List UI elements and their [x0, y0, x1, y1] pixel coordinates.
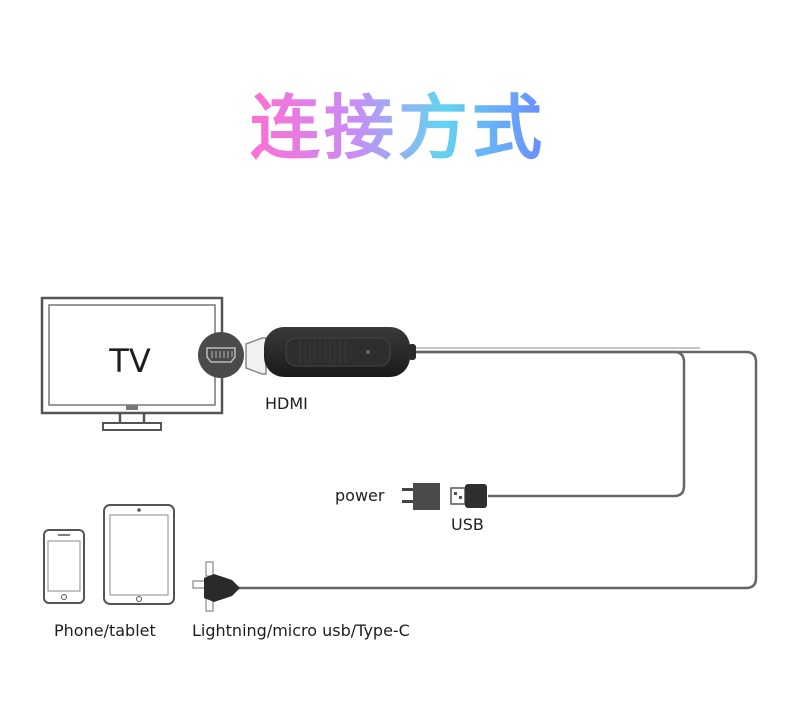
page-title: 连接方式	[250, 87, 546, 169]
multi-connector-icon	[192, 561, 240, 612]
tv-label: TV	[108, 342, 151, 380]
hdmi-dongle-icon	[245, 327, 416, 377]
hdmi-label: HDMI	[265, 394, 308, 413]
power-adapter-icon	[402, 483, 440, 510]
cable-lines	[238, 350, 758, 590]
usb-label: USB	[451, 515, 484, 534]
phone-tablet-label: Phone/tablet	[54, 621, 156, 640]
tablet-icon	[103, 504, 175, 605]
phone-icon	[43, 529, 85, 604]
power-label: power	[335, 486, 385, 505]
tv-icon	[40, 296, 224, 431]
usb-plug-icon	[450, 484, 487, 508]
hdmi-port-icon	[198, 332, 244, 378]
connectors-label: Lightning/micro usb/Type-C	[192, 621, 410, 640]
